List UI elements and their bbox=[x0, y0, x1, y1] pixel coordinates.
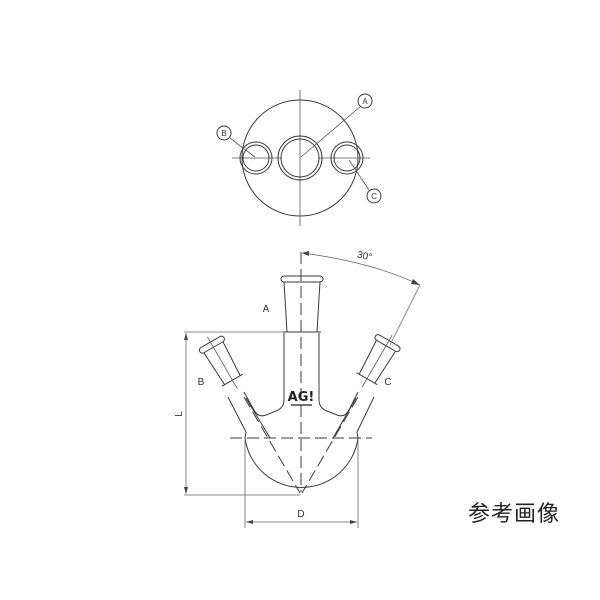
reference-image-caption: 参考画像 bbox=[468, 502, 561, 527]
neck-b-axis bbox=[207, 336, 238, 390]
neck-a-lip bbox=[280, 275, 324, 283]
leader-c bbox=[348, 159, 370, 191]
neck-c-tube-outer bbox=[356, 396, 375, 433]
angle-label: 30° bbox=[356, 250, 373, 264]
neck-a-right-side bbox=[318, 333, 359, 417]
dim-l-label: L bbox=[174, 411, 185, 417]
neck-a-joint-left bbox=[283, 281, 288, 333]
label-c: C bbox=[384, 377, 391, 388]
top-view: A B C bbox=[216, 90, 382, 226]
neck-c bbox=[356, 334, 401, 433]
neck-b-outer bbox=[239, 141, 273, 175]
neck-b-inner bbox=[242, 144, 270, 172]
neck-a-inner bbox=[280, 138, 320, 178]
bubble-a-label: A bbox=[362, 97, 368, 106]
dim-l-arrow-bottom bbox=[184, 487, 188, 494]
dim-d-arrow-left bbox=[246, 520, 253, 524]
neck-b-joint-left bbox=[203, 352, 226, 385]
dim-d-arrow-right bbox=[350, 520, 357, 524]
side-view: AG! A B C 30° L D bbox=[174, 250, 421, 528]
neck-c-joint-right bbox=[374, 350, 396, 384]
neck-b-joint-right bbox=[222, 341, 241, 376]
bubble-c-label: C bbox=[371, 192, 377, 201]
angle-arrow-left bbox=[302, 251, 309, 256]
neck-b-tube-inner bbox=[245, 397, 271, 439]
neck-c-joint-left bbox=[358, 340, 377, 375]
neck-b-axis-extension bbox=[243, 396, 301, 494]
leader-b bbox=[229, 137, 256, 158]
neck-c-axis-extension bbox=[301, 396, 359, 494]
neck-c-tube-inner bbox=[332, 397, 357, 439]
neck-a-left-side bbox=[243, 333, 285, 417]
bubble-b-label: B bbox=[221, 129, 226, 138]
brand-logo: AG! bbox=[288, 390, 315, 405]
bubble-a bbox=[357, 93, 373, 109]
neck-c-inner bbox=[333, 144, 361, 172]
neck-b bbox=[198, 335, 247, 433]
neck-c-axis bbox=[361, 335, 393, 388]
angle-arrow-right bbox=[411, 279, 420, 285]
label-a: A bbox=[263, 304, 270, 315]
bubble-b bbox=[216, 125, 232, 141]
bubble-c bbox=[366, 188, 382, 204]
neck-a-outer bbox=[277, 135, 323, 181]
neck-b-tube-outer bbox=[227, 396, 247, 433]
dim-d-label: D bbox=[297, 509, 304, 520]
angle-arc bbox=[301, 252, 421, 286]
leader-a bbox=[300, 105, 362, 158]
angle-extension-line bbox=[389, 284, 421, 346]
dim-l-arrow-top bbox=[184, 333, 188, 340]
label-b: B bbox=[198, 377, 205, 388]
flask-bulb bbox=[244, 431, 359, 488]
neck-a-joint-right bbox=[316, 281, 321, 333]
neck-c-outer bbox=[330, 141, 364, 175]
